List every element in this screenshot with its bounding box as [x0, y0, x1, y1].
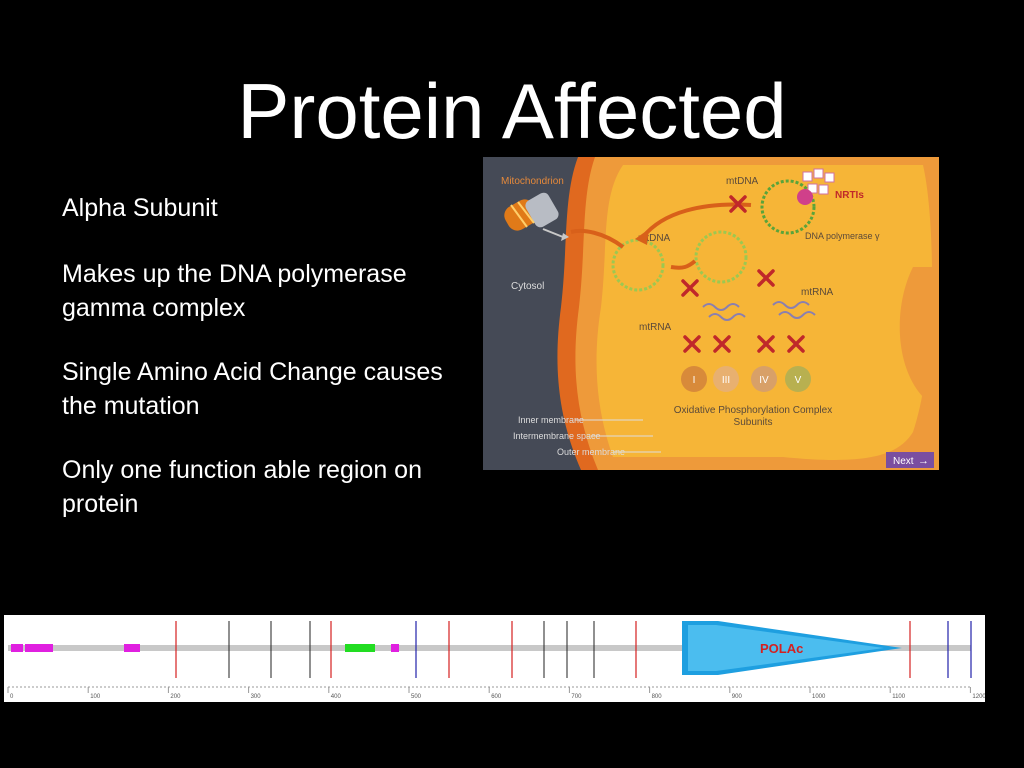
- next-arrow-icon: →: [918, 455, 929, 467]
- mtrna-right-label: mtRNA: [801, 287, 834, 298]
- oxphos-label-box: Oxidative Phosphorylation Complex Subuni…: [673, 405, 833, 428]
- site-marks: [175, 621, 972, 678]
- mtrna-left-label: mtRNA: [639, 322, 672, 333]
- outer-membrane-label: Outer membrane: [557, 447, 625, 457]
- block-marks: [681, 195, 805, 353]
- dna-polymerase-label: DNA polymerase γ: [805, 231, 880, 241]
- nrtis-label: NRTIs: [835, 190, 864, 201]
- complex-III-label: III: [722, 375, 730, 386]
- motif-block-magenta: [391, 644, 399, 652]
- cytosol-label: Cytosol: [511, 281, 544, 292]
- inner-membrane-label: Inner membrane: [518, 415, 584, 425]
- bullet-dna-polymerase: Makes up the DNA polymerase gamma comple…: [62, 260, 407, 322]
- arrow-head-1: [635, 229, 649, 245]
- membrane-pointers: [575, 419, 661, 453]
- polac-label: POLAc: [760, 641, 803, 656]
- mitochondrion-figure: Mitochondrion Cytosol mtDNA mtDNA NRTIs …: [483, 157, 939, 470]
- complex-I-label: I: [693, 375, 696, 386]
- axis-tick-label: 1000: [812, 694, 826, 700]
- oxphos-label: Oxidative Phosphorylation Complex Subuni…: [673, 405, 833, 428]
- protein-domain-track: POLAc 0 100 200 300 400 500 600 700 800 900 1000 11…: [4, 615, 985, 702]
- arrow-to-cytosol: [570, 228, 625, 249]
- nrti-icons: [797, 168, 835, 205]
- axis-tick-label: 1100: [892, 694, 906, 700]
- mitochondrion-label: Mitochondrion: [501, 176, 564, 187]
- mtdna-left-label: mtDNA: [638, 233, 671, 244]
- arrow-replication-2: [670, 259, 697, 270]
- track-background: [4, 615, 985, 702]
- axis-tick-label: 700: [571, 694, 582, 700]
- motif-block-magenta: [124, 644, 140, 652]
- bullet-amino-acid-change: Single Amino Acid Change causes the muta…: [62, 358, 443, 420]
- motif-block-magenta: [11, 644, 23, 652]
- axis-tick-label: 300: [251, 694, 262, 700]
- axis-tick-label: 800: [652, 694, 663, 700]
- complex-V-label: V: [795, 375, 802, 386]
- axis-tick-label: 600: [491, 694, 502, 700]
- axis-tick-label: 500: [411, 694, 422, 700]
- mtdna-circle-right: [760, 179, 816, 235]
- complex-V-sphere: [785, 366, 811, 392]
- next-button-label: Next: [893, 456, 914, 467]
- mtdna-top-label: mtDNA: [726, 176, 759, 187]
- complex-I-sphere: [681, 366, 707, 392]
- matrix-shape: [596, 165, 933, 460]
- axis-tick-label: 900: [732, 694, 743, 700]
- mitochondrion-icon: [504, 192, 569, 241]
- motif-block-magenta: [25, 644, 53, 652]
- matrix-fold: [899, 267, 939, 397]
- motif-block-green: [345, 644, 375, 652]
- intermembrane-space-label: Intermembrane space: [513, 431, 601, 441]
- axis-tick-label: 0: [10, 694, 14, 700]
- axis-ticks: 0 100 200 300 400 500 600 700 800 900 1000 1100 1200: [7, 687, 985, 700]
- complex-III-sphere: [713, 366, 739, 392]
- bullet-functional-region: Only one function able region on protein: [62, 456, 422, 518]
- bullet-alpha-subunit: Alpha Subunit: [62, 194, 218, 222]
- slide-title: Protein Affected: [237, 67, 787, 155]
- protein-backbone: [8, 645, 971, 651]
- axis-tick-label: 1200: [972, 694, 985, 700]
- mtdna-circle-middle: [694, 230, 748, 284]
- complex-spheres: I III IV V: [681, 366, 811, 392]
- complex-IV-label: IV: [759, 375, 769, 386]
- polac-domain: POLAc: [682, 621, 902, 675]
- axis-tick-label: 200: [170, 694, 181, 700]
- motif-blocks: [11, 644, 399, 652]
- axis-tick-label: 400: [331, 694, 342, 700]
- complex-IV-sphere: [751, 366, 777, 392]
- mtrna-strands: [702, 301, 816, 321]
- next-button[interactable]: Next →: [886, 452, 934, 468]
- axis-tick-label: 100: [90, 694, 101, 700]
